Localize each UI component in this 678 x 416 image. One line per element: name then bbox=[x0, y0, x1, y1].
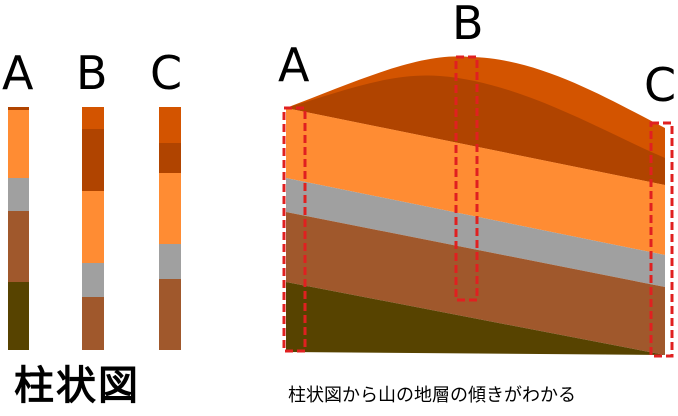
label-left-a: A bbox=[2, 46, 34, 100]
column-c-layer-light-orange bbox=[159, 173, 181, 244]
caption: 柱状図から山の地層の傾きがわかる bbox=[288, 385, 576, 406]
column-a-layer-brown bbox=[8, 211, 29, 282]
column-b bbox=[82, 107, 104, 350]
label-left-b: B bbox=[76, 46, 108, 100]
column-a bbox=[8, 107, 29, 350]
column-b-layer-light-orange bbox=[82, 191, 104, 263]
column-c bbox=[159, 107, 181, 350]
mountain-layer-olive bbox=[286, 282, 665, 355]
column-c-layer-gray bbox=[159, 244, 181, 279]
mountain-layer-dark-orange bbox=[286, 75, 665, 185]
column-b-layer-brown bbox=[82, 297, 104, 350]
columnar-section-title: 柱状図 bbox=[14, 363, 140, 409]
label-left-c: C bbox=[150, 46, 183, 100]
column-a-layer-light-orange bbox=[8, 110, 29, 178]
column-c-layer-brown bbox=[159, 279, 181, 350]
sample-frame-c bbox=[649, 121, 674, 358]
column-a-layer-olive bbox=[8, 282, 29, 350]
column-a-layer-dark-orange bbox=[8, 107, 29, 110]
sample-frames bbox=[282, 55, 674, 358]
column-a-layer-gray bbox=[8, 178, 29, 211]
label-right-c: C bbox=[644, 58, 677, 112]
column-c-layer-orange-top bbox=[159, 107, 181, 143]
column-b-layer-gray bbox=[82, 263, 104, 297]
column-b-layer-orange-top bbox=[82, 107, 104, 129]
label-right-b: B bbox=[452, 0, 484, 50]
label-right-a: A bbox=[278, 38, 310, 92]
column-b-layer-dark-orange bbox=[82, 129, 104, 191]
column-c-layer-dark-orange bbox=[159, 143, 181, 173]
